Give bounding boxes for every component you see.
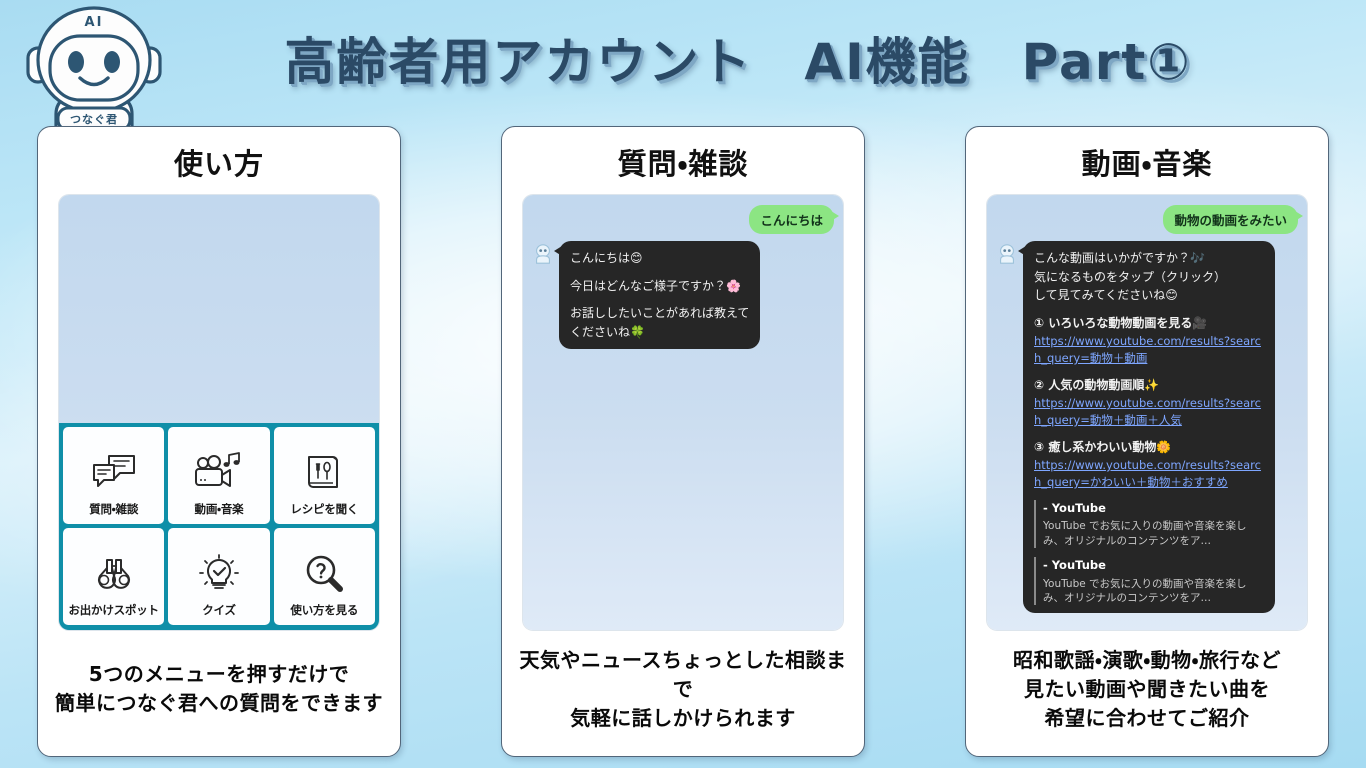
bot-line: お話ししたいことがあれば教えて [570,306,750,321]
menu-label-recipe: レシピを聞く [290,502,359,516]
phone-screen-chat: こんにちは こんにちは😊 [523,195,843,630]
card-title-video-music: 動画・音楽 [1081,147,1213,181]
phone-screen-usage: 質問・雑談 [59,195,379,630]
item-heading: ① いろいろな動物動画を見る🎥 [1034,315,1208,330]
bot-avatar-icon [532,243,554,265]
bot-line: こんな動画はいかがですか？🎶 [1034,251,1205,265]
user-message-bubble[interactable]: こんにちは [749,205,839,234]
phone-screen-video-music: 動物の動画をみたい こんな動画はいかがですか？🎶 [987,195,1307,630]
card-video-music: 動画・音楽 動物の動画をみたい [965,126,1329,757]
link-preview-title: - YouTube [1043,500,1106,515]
bot-line: 気になるものをタップ（クリック） [1034,269,1227,284]
item-heading: ③ 癒し系かわいい動物🌼 [1034,439,1172,454]
bot-line: こんにちは😊 [570,251,643,265]
bot-avatar-icon [996,243,1018,265]
bot-message-bubble[interactable]: こんな動画はいかがですか？🎶 気になるものをタップ（クリック） して見てみてくだ… [1018,241,1275,613]
menu-label-how-to-use: 使い方を見る [290,603,359,617]
item-heading: ② 人気の動物動画順✨ [1034,377,1160,392]
link-preview-description: YouTube でお気に入りの動画や音楽を楽しみ、オリジナルのコンテンツをア… [1043,520,1247,547]
link-preview-description: YouTube でお気に入りの動画や音楽を楽しみ、オリジナルのコンテンツをア… [1043,577,1247,604]
card-title-usage: 使い方 [173,147,264,181]
speech-bubbles-icon [90,446,138,498]
menu-tile-quiz[interactable]: クイズ [168,528,270,625]
mascot-eye-left [68,51,84,73]
mascot-body-label: つなぐ君 [70,113,118,126]
youtube-link-3[interactable]: https://www.youtube.com/results?search_q… [1034,458,1261,489]
card-caption-usage: 5つのメニューを押すだけで 簡単につなぐ君への質問をできます [53,630,385,748]
recommendation-item-3: ③ 癒し系かわいい動物🌼 https://www.youtube.com/res… [1034,438,1264,491]
bot-line: 今日はどんなご様子ですか？🌸 [570,278,741,293]
menu-label-quiz: クイズ [202,603,236,617]
card-caption-video-music: 昭和歌謡・演歌・動物・旅行など 見たい動画や聞きたい曲を 希望に合わせてご紹介 [1011,630,1283,748]
youtube-link-2[interactable]: https://www.youtube.com/results?search_q… [1034,396,1261,427]
menu-label-chat: 質問・雑談 [89,502,139,516]
caption-line: 5つのメニューを押すだけで [88,662,350,686]
menu-label-outing-spot: お出かけスポット [68,603,159,617]
mascot-eye-right [104,51,120,73]
chat-thread-video-music: 動物の動画をみたい こんな動画はいかがですか？🎶 [987,195,1307,630]
user-message-bubble[interactable]: 動物の動画をみたい [1163,205,1303,234]
menu-tile-how-to-use[interactable]: 使い方を見る [273,528,375,625]
mascot-head-label: AI [85,15,104,30]
page-title: 高齢者用アカウント AI機能 Part① [284,33,1192,91]
menu-tile-outing-spot[interactable]: お出かけスポット [63,528,165,625]
magnifier-question-icon [303,547,345,599]
bot-paragraph: 今日はどんなご様子ですか？🌸 [570,277,749,296]
caption-line: 天気やニュースちょっとした相談まで [519,647,847,701]
bot-line: して見てみてくださいね😊 [1034,288,1178,303]
lightbulb-check-icon [197,547,241,599]
link-preview-card-1[interactable]: - YouTube YouTube でお気に入りの動画や音楽を楽しみ、オリジナル… [1034,499,1264,548]
caption-line: 見たい動画や聞きたい曲を [1024,676,1270,701]
bot-paragraph: こんにちは😊 [570,249,749,268]
caption-line: 昭和歌謡・演歌・動物・旅行など [1013,647,1281,672]
bot-message-bubble[interactable]: こんにちは😊 今日はどんなご様子ですか？🌸 お話ししたいことがあれば教えて くだ… [553,241,761,350]
card-usage: 使い方 質問・雑談 [37,126,401,757]
bot-line: くださいね🍀 [570,324,645,339]
link-preview-card-2[interactable]: - YouTube YouTube でお気に入りの動画や音楽を楽しみ、オリジナル… [1034,556,1264,605]
caption-line: 希望に合わせてご紹介 [1044,705,1250,730]
youtube-link-1[interactable]: https://www.youtube.com/results?search_q… [1034,334,1261,366]
cards-row: 使い方 質問・雑談 [0,126,1366,760]
recipe-book-icon [303,446,345,498]
bot-intro: こんな動画はいかがですか？🎶 気になるものをタップ（クリック） して見てみてくだ… [1034,249,1264,305]
chat-row-bot: こんな動画はいかがですか？🎶 気になるものをタップ（クリック） して見てみてくだ… [996,241,1298,613]
recommendation-item-2: ② 人気の動物動画順✨ https://www.youtube.com/resu… [1034,376,1264,429]
video-camera-music-icon [193,446,245,498]
card-title-chat: 質問・雑談 [617,147,749,181]
caption-line: 簡単につなぐ君への質問をできます [55,691,383,715]
menu-tile-video-music[interactable]: 動画・音楽 [168,427,270,524]
chat-row-bot: こんにちは😊 今日はどんなご様子ですか？🌸 お話ししたいことがあれば教えて くだ… [532,241,834,350]
caption-line: 気軽に話しかけられます [570,705,796,730]
link-preview-title: - YouTube [1043,557,1106,572]
card-chat: 質問・雑談 こんにちは [501,126,865,757]
menu-tile-chat[interactable]: 質問・雑談 [63,427,165,524]
card-caption-chat: 天気やニュースちょっとした相談まで 気軽に話しかけられます [512,630,854,748]
binoculars-icon [90,547,138,599]
bot-paragraph: お話ししたいことがあれば教えて くださいね🍀 [570,304,749,341]
recommendation-item-1: ① いろいろな動物動画を見る🎥 https://www.youtube.com/… [1034,314,1264,367]
chat-row-user: こんにちは [532,205,839,234]
menu-grid: 質問・雑談 [59,423,379,630]
menu-tile-recipe[interactable]: レシピを聞く [273,427,375,524]
chat-row-user: 動物の動画をみたい [996,205,1303,234]
chat-thread-chat: こんにちは こんにちは😊 [523,195,843,630]
menu-label-video-music: 動画・音楽 [194,502,244,516]
